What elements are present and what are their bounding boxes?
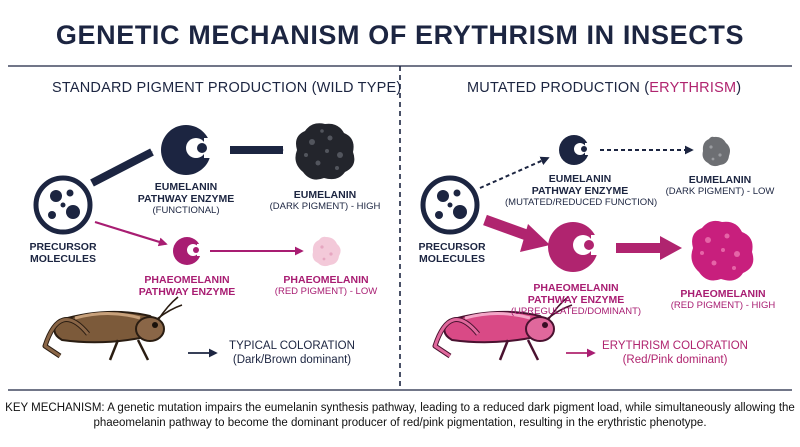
left-arrow-to-eu-enzyme bbox=[90, 148, 154, 187]
left-panel-header: STANDARD PIGMENT PRODUCTION (WILD TYPE) bbox=[52, 80, 402, 96]
right-dashed-arrow-to-eu-enzyme bbox=[479, 156, 550, 189]
left-pheo-enzyme-icon bbox=[173, 237, 205, 265]
left-precursor-label: PRECURSOR MOLECULES bbox=[29, 241, 97, 265]
left-eu-enzyme-icon bbox=[161, 125, 218, 175]
right-pheo-enzyme-label: PHAEOMELANIN PATHWAY ENZYME (UPREGULATED… bbox=[510, 282, 642, 317]
right-precursor-cell-icon bbox=[420, 175, 480, 235]
right-eu-enzyme-icon bbox=[559, 135, 593, 165]
erythrism-highlight: ERYTHRISM bbox=[649, 80, 737, 96]
right-thick-arrow-to-pheo-enzyme bbox=[483, 214, 534, 243]
key-mechanism-text: KEY MECHANISM: A genetic mutation impair… bbox=[5, 402, 795, 429]
left-pheo-enzyme-label: PHAEOMELANIN PATHWAY ENZYME bbox=[138, 274, 236, 298]
left-coloration-label: TYPICAL COLORATION (Dark/Brown dominant) bbox=[229, 340, 355, 366]
right-pheo-pigment-icon bbox=[691, 220, 754, 281]
right-eu-pigment-label: EUMELANIN (DARK PIGMENT) - LOW bbox=[665, 174, 775, 197]
page-title: GENETIC MECHANISM OF ERYTHRISM IN INSECT… bbox=[55, 20, 745, 50]
left-precursor-cell-icon bbox=[33, 175, 93, 235]
left-arrow-to-pheo-enzyme bbox=[94, 220, 168, 247]
right-pheo-enzyme-icon bbox=[548, 222, 605, 272]
right-coloration-label: ERYTHRISM COLORATION (Red/Pink dominant) bbox=[602, 340, 748, 366]
right-pheo-pigment-label: PHAEOMELANIN (RED PIGMENT) - HIGH bbox=[670, 288, 776, 311]
left-eu-enzyme-label: EUMELANIN PATHWAY ENZYME (FUNCTIONAL) bbox=[137, 181, 235, 216]
left-pheo-pigment-icon bbox=[312, 236, 341, 267]
right-eu-pigment-icon bbox=[702, 136, 730, 167]
right-pink-grasshopper-icon bbox=[432, 296, 573, 361]
left-eu-pigment-label: EUMELANIN (DARK PIGMENT) - HIGH bbox=[269, 189, 381, 212]
left-brown-grasshopper-icon bbox=[42, 296, 183, 361]
right-panel-header: MUTATED PRODUCTION (ERYTHRISM) bbox=[467, 80, 742, 96]
right-precursor-label: PRECURSOR MOLECULES bbox=[418, 241, 486, 265]
right-eu-enzyme-label: EUMELANIN PATHWAY ENZYME (MUTATED/REDUCE… bbox=[505, 173, 658, 208]
left-pheo-pigment-label: PHAEOMELANIN (RED PIGMENT) - LOW bbox=[274, 274, 378, 297]
left-eu-pigment-icon bbox=[295, 123, 355, 180]
